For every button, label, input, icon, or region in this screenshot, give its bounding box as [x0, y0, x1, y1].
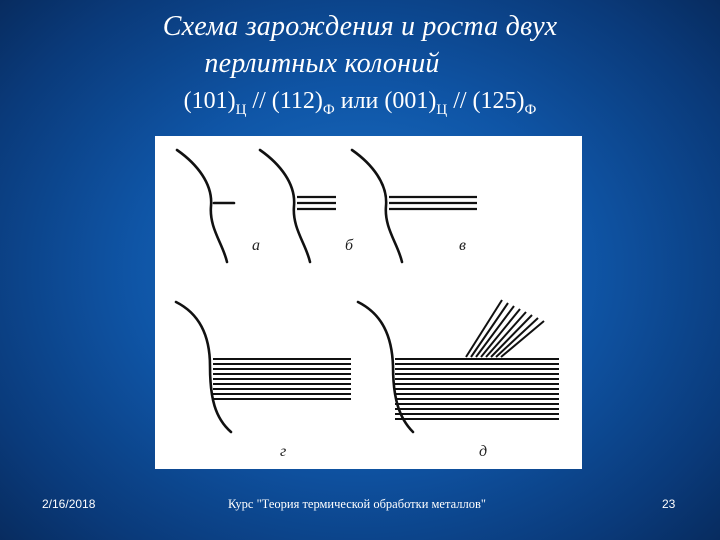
colony-d-second: [465, 299, 545, 358]
lamella-d2-1: [465, 299, 503, 358]
stage-label-v: в: [459, 237, 466, 254]
colony-d-main: [395, 358, 559, 420]
grain-boundary-b: [258, 148, 312, 264]
footer-date: 2/16/2018: [42, 497, 96, 511]
stage-label-d: д: [479, 443, 487, 460]
colony-g: [213, 358, 351, 400]
subtitle-part-2: // (112): [246, 88, 323, 114]
subtitle-sub-3: Ц: [436, 102, 448, 118]
stage-label-g: г: [280, 443, 286, 460]
lamella-d2-7: [495, 317, 539, 358]
lamella-d2-6: [490, 314, 533, 358]
subtitle-part-4: // (125): [447, 88, 525, 114]
colony-b: [297, 195, 336, 211]
diagram-canvas: а б в г д: [174, 148, 559, 460]
colony-v: [389, 195, 477, 211]
title-line-2: перлитных колоний: [204, 48, 440, 79]
subtitle-part-1: (101): [183, 88, 236, 114]
subtitle-sub-1: Ц: [235, 102, 247, 118]
slide-title: Схема зарождения и роста двух перлитных …: [0, 8, 720, 82]
grain-boundary-g: [174, 300, 233, 434]
stage-label-b: б: [345, 237, 354, 254]
lamella-d2-5: [485, 311, 527, 358]
subtitle-sub-2: Ф: [322, 102, 335, 118]
subtitle-sub-4: Ф: [524, 102, 537, 118]
subtitle-part-3: или (001): [334, 88, 437, 114]
lamella-d2-4: [480, 308, 521, 358]
footer-page-number: 23: [662, 497, 676, 511]
lamella-d2-8: [500, 320, 545, 358]
grain-boundary-d: [356, 300, 415, 434]
stage-label-a: а: [252, 237, 260, 254]
grain-boundary-a: [175, 148, 229, 264]
title-line-1: Схема зарождения и роста двух: [162, 11, 558, 42]
footer-course-title: Курс "Теория термической обработки метал…: [228, 497, 486, 511]
lamella-d2-3: [475, 305, 515, 358]
pearlite-growth-diagram: а б в г д: [155, 136, 582, 469]
lamella-d2-2: [470, 302, 509, 358]
grain-boundary-v: [350, 148, 404, 264]
slide-subtitle: (101)Ц // (112)Ф или (001)Ц // (125)Ф: [0, 86, 720, 118]
